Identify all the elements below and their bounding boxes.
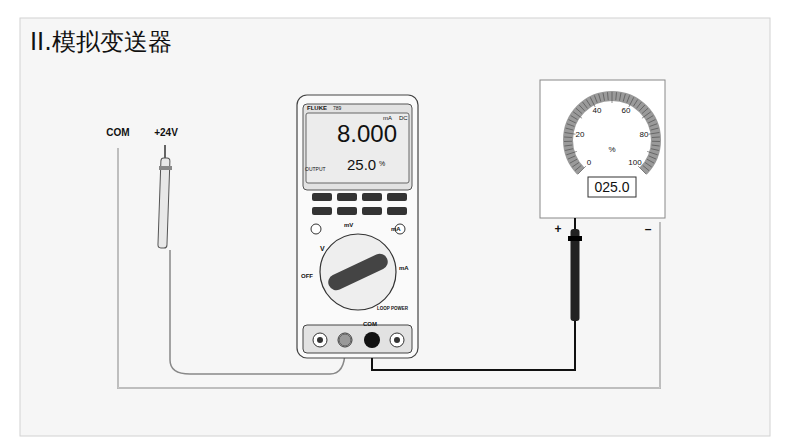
- gauge-tick: [567, 124, 575, 127]
- gauge-tick: [651, 149, 659, 151]
- gauge-tick: [599, 94, 601, 102]
- gauge-tick: [594, 95, 597, 102]
- meter-marking: COM: [363, 321, 377, 327]
- meter-marking: mV: [344, 222, 353, 228]
- gauge-text: %: [608, 146, 615, 154]
- gauge-tick: [652, 145, 660, 146]
- gauge-tick: [565, 132, 576, 134]
- meter-marking: mA: [383, 115, 392, 121]
- gauge-tick: [648, 120, 655, 123]
- meter-marking: 8.000: [337, 122, 397, 146]
- gauge-tick: [590, 97, 595, 107]
- meter-marking: LOOP POWER: [377, 307, 408, 312]
- gauge-tick: [649, 156, 656, 159]
- gauge-tick: [571, 116, 578, 120]
- gauge-tick: [570, 159, 577, 163]
- gauge-tick: [642, 112, 651, 118]
- gauge-tick: [646, 116, 653, 120]
- gauge-tick: [566, 128, 574, 130]
- gauge-tick: [619, 93, 620, 101]
- gauge-tick: [651, 128, 659, 130]
- gauge-tick: [652, 141, 660, 142]
- panel-meter: 0 20 40 60 80 100% 025.0: [540, 80, 665, 218]
- meter-marking: %: [379, 160, 385, 167]
- gauge-tick: [623, 94, 625, 102]
- gauge-tick: [637, 102, 642, 108]
- gauge-tick: [633, 99, 637, 106]
- gauge-tick: [647, 159, 654, 163]
- gauge-tick: [572, 162, 579, 166]
- gauge-text: 100: [628, 159, 641, 167]
- gauge-tick: [579, 105, 584, 111]
- gauge-tick: [647, 151, 657, 154]
- gauge-tick: [638, 166, 646, 174]
- meter-marking: OFF: [301, 273, 313, 279]
- meter-marking: DC: [399, 115, 408, 121]
- gauge-tick: [639, 105, 644, 111]
- gauge-tick: [643, 165, 649, 170]
- terminal-label: COM: [105, 128, 130, 138]
- terminal-label: +: [553, 223, 562, 235]
- meter-marking: V: [320, 245, 325, 252]
- gauge-text: 40: [593, 107, 602, 115]
- gauge-tick: [652, 136, 660, 138]
- gauge-tick: [569, 120, 576, 123]
- gauge-tick: [603, 93, 604, 101]
- gauge-tick: [564, 145, 572, 146]
- terminal-label: –: [644, 223, 653, 235]
- test-lead-wire: [372, 218, 575, 370]
- gauge-tick: [629, 97, 634, 107]
- gauge-tick: [583, 102, 588, 108]
- terminal-label: +24V: [153, 128, 179, 138]
- gauge-text: 60: [622, 107, 631, 115]
- gauge-text: 80: [640, 131, 649, 139]
- multimeter: FLUKE 789 mA DC8.000OUTPUT 25.0% VmV mA mA OFF LO…: [297, 95, 418, 358]
- gauge-text: 025.0: [594, 180, 629, 194]
- meter-marking: mA: [399, 265, 409, 271]
- gauge-tick: [586, 99, 590, 106]
- gauge-tick: [612, 92, 613, 103]
- gauge-tick: [576, 108, 582, 113]
- meter-marking: mA: [391, 226, 401, 232]
- gauge-text: 20: [576, 131, 585, 139]
- gauge-tick: [607, 92, 609, 100]
- meter-marking: OUTPUT: [305, 167, 326, 172]
- gauge-tick: [568, 156, 575, 159]
- gauge-tick: [575, 165, 581, 170]
- title: II.模拟变送器: [30, 30, 172, 54]
- gauge-tick: [645, 162, 652, 166]
- meter-marking: FLUKE: [307, 105, 327, 111]
- meter-marking: 25.0: [347, 157, 376, 172]
- gauge-text: 0: [587, 159, 591, 167]
- gauge-tick: [650, 124, 658, 127]
- gauge-tick: [642, 108, 648, 113]
- gauge-tick: [565, 149, 573, 151]
- gauge-tick: [649, 132, 660, 134]
- meter-marking: 789: [333, 106, 341, 111]
- gauge-tick: [564, 136, 572, 138]
- gauge-tick: [627, 95, 630, 102]
- gauge-tick: [566, 151, 576, 154]
- gauge-tick: [615, 92, 617, 100]
- gauge-tick: [564, 141, 572, 142]
